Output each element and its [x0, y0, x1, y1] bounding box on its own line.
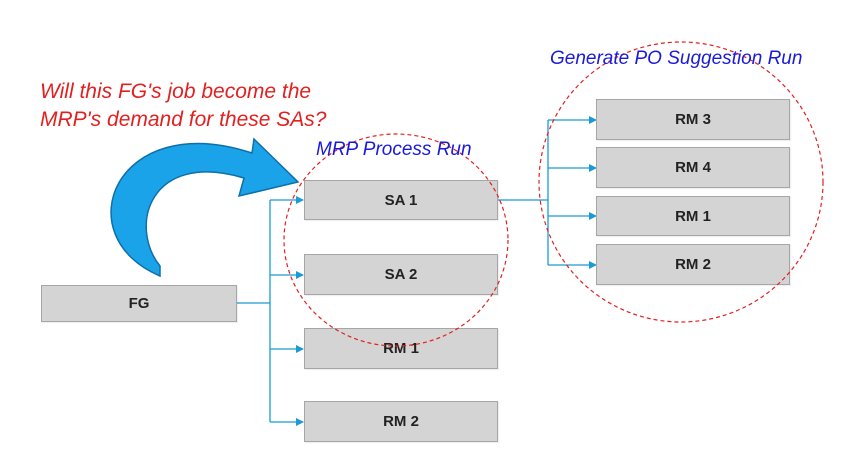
node-sa2: SA 2 [304, 254, 498, 295]
po-suggestion-circle [538, 41, 824, 323]
node-sa1: SA 1 [304, 180, 498, 220]
node-fg-rm2: RM 2 [304, 401, 498, 442]
question-line-2: MRP's demand for these SAs? [40, 108, 327, 131]
mrp-process-circle [283, 133, 509, 347]
curved-arrow-icon [110, 137, 300, 278]
node-fg-rm1: RM 1 [304, 328, 498, 369]
sa1-connectors [498, 116, 597, 269]
node-fg: FG [41, 285, 237, 322]
question-line-1: Will this FG's job become the [40, 80, 312, 103]
question-text: Will this FG's job become the MRP's dema… [40, 78, 326, 134]
fg-connectors [236, 196, 304, 426]
po-suggestion-label: Generate PO Suggestion Run [550, 48, 803, 69]
mrp-process-label: MRP Process Run [316, 139, 472, 160]
node-sa1-rm4: RM 4 [596, 147, 790, 188]
node-sa1-rm3: RM 3 [596, 99, 790, 140]
node-sa1-rm1: RM 1 [596, 196, 790, 236]
node-sa1-rm2: RM 2 [596, 244, 790, 285]
